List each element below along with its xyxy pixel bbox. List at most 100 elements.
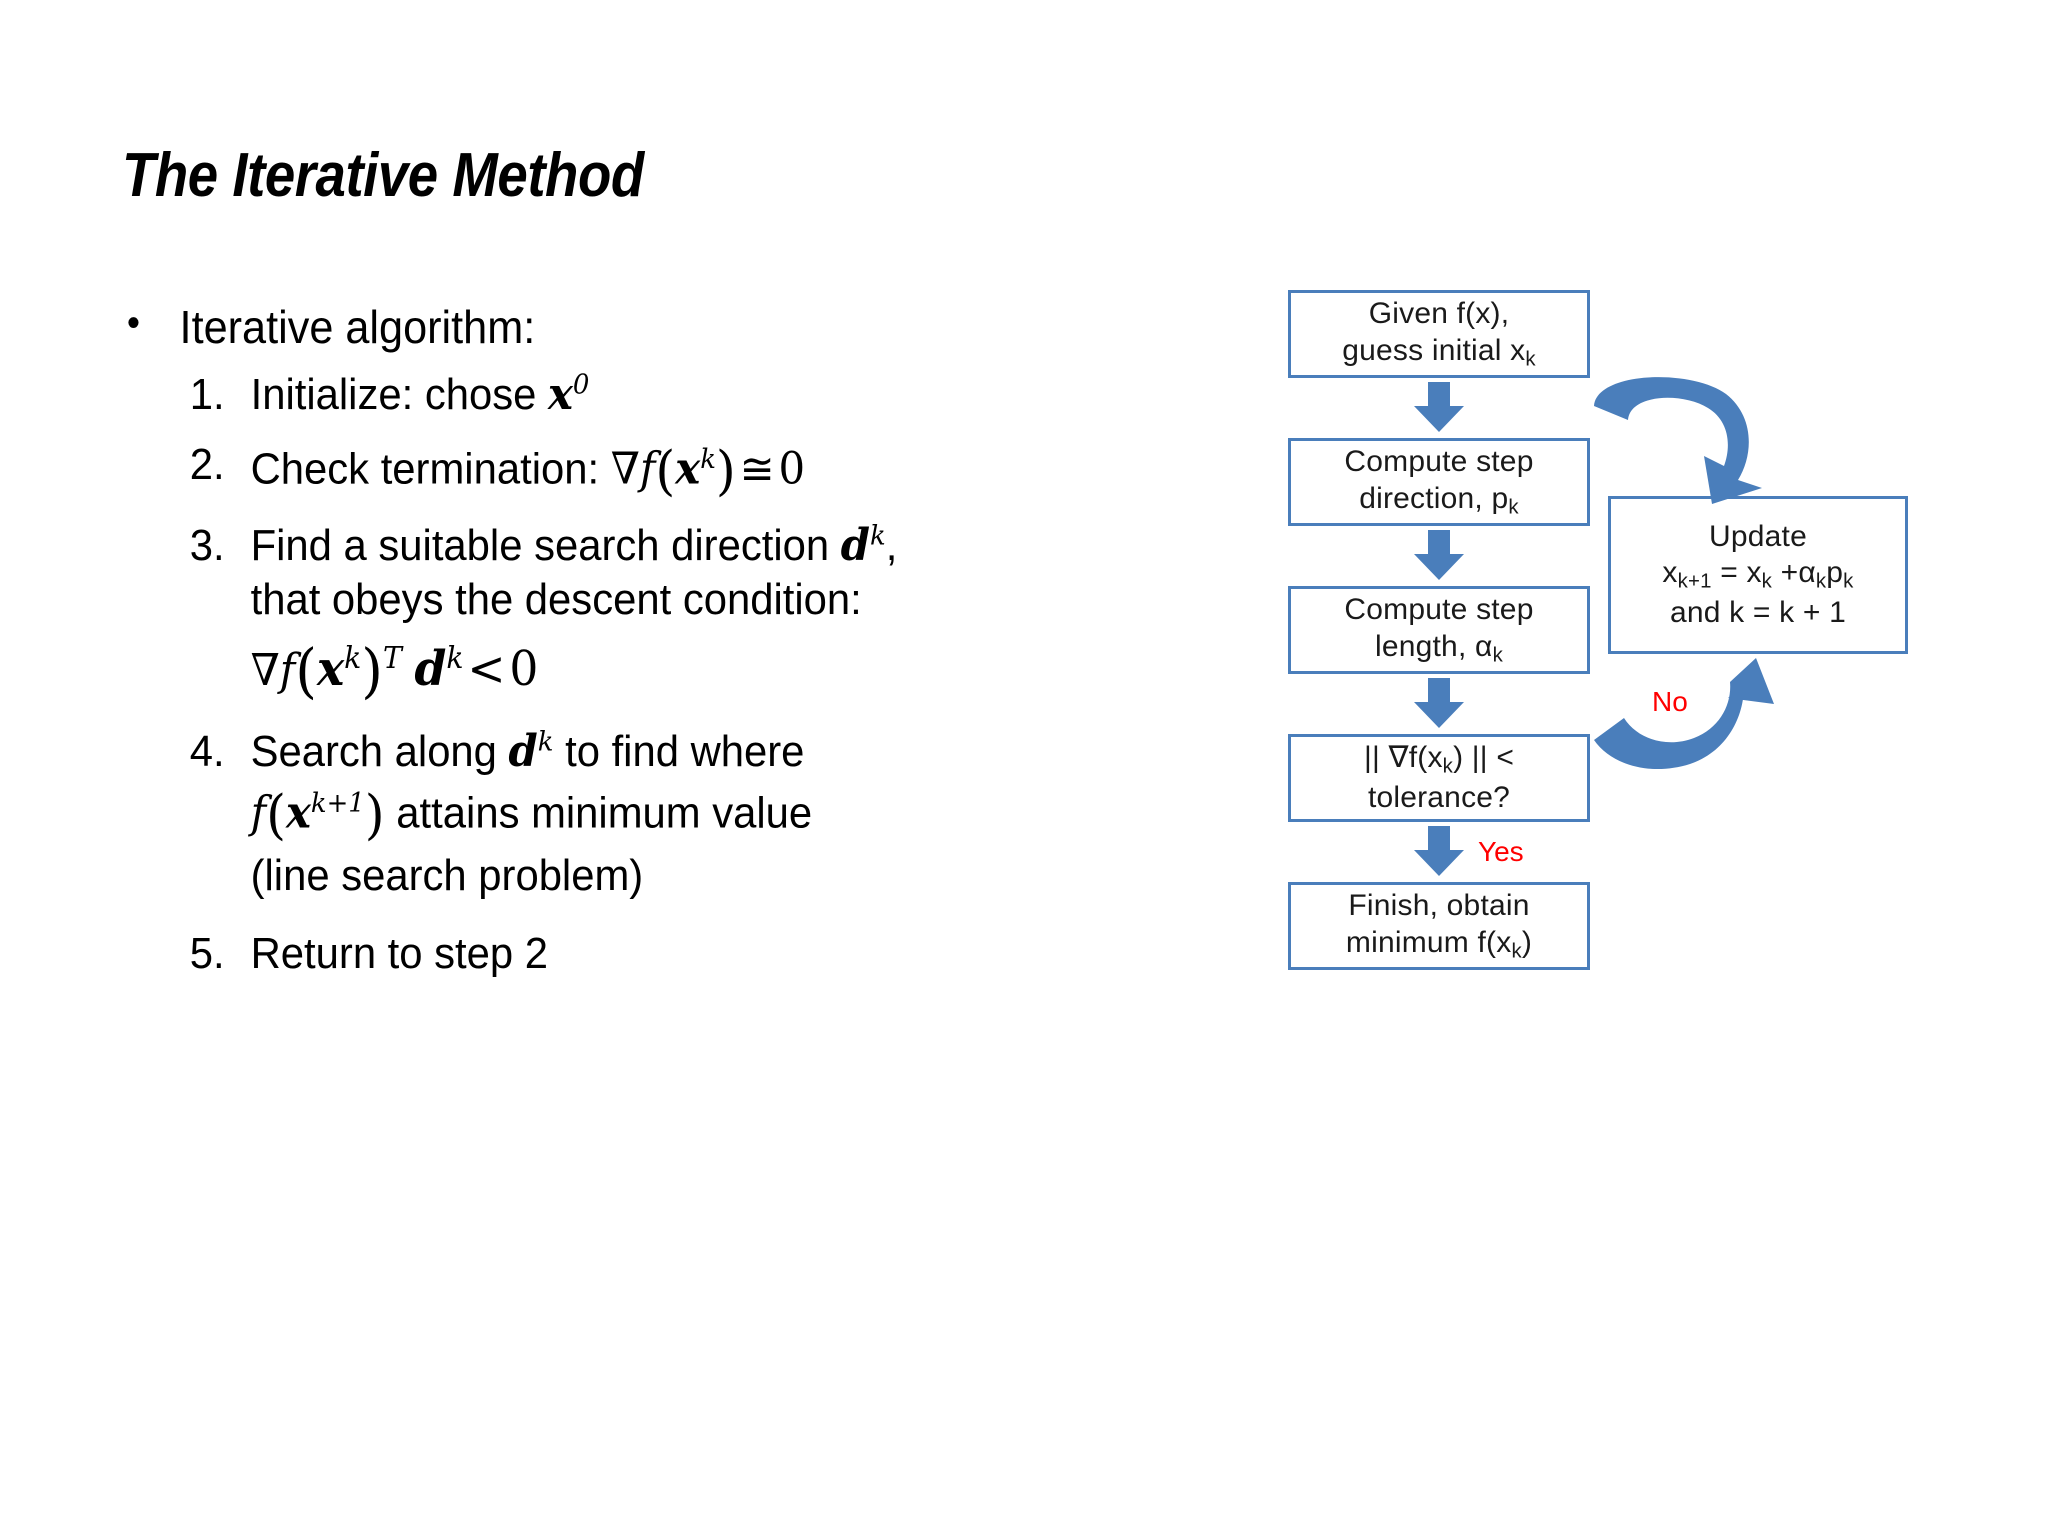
list-item-step-4: 4. Search along dk to find where f(xk+1)…: [110, 725, 1117, 903]
step-text-1: Initialize: chose: [250, 370, 549, 420]
label-no: No: [1652, 686, 1688, 717]
flow-box-length-line1: Compute step: [1344, 592, 1534, 626]
math-open-paren: (: [655, 438, 676, 502]
math-zero: 0: [778, 443, 806, 495]
arrow-down-3: [1414, 678, 1464, 728]
subscript-k: k: [1525, 348, 1536, 371]
body-content: • Iterative algorithm: 1. Initialize: ch…: [110, 300, 1170, 997]
flow-box-given: Given f(x), guess initial xk: [1288, 290, 1590, 378]
flow-box-finish-line1: Finish, obtain: [1348, 888, 1530, 922]
math-superscript-k: k: [700, 443, 716, 475]
subscript-k: k: [1511, 940, 1522, 963]
math-close-paren: ): [364, 782, 385, 846]
math-superscript-0: 0: [572, 369, 590, 401]
list-item-step-1: 1. Initialize: chose x0: [110, 368, 1117, 422]
list-item-step-3: 3. Find a suitable search direction dk, …: [110, 519, 1117, 708]
step-4-line3: (line search problem): [250, 851, 644, 901]
flow-box-length-line2: length, α: [1375, 629, 1493, 663]
algorithm-steps: 1. Initialize: chose x0 2. Check termina…: [110, 368, 1170, 980]
step-4-line2: f(xk+1) attains minimum value: [251, 781, 1117, 850]
flow-box-tolerance-line2: tolerance?: [1367, 780, 1511, 814]
step-3-line2: that obeys the descent condition:: [250, 575, 862, 625]
math-close-paren: ): [715, 438, 736, 502]
flow-box-finish: Finish, obtain minimum f(xk): [1288, 882, 1590, 970]
math-superscript-k: k: [870, 520, 886, 552]
loop-arrow-bottom: [1594, 658, 1774, 770]
math-congruent-sign: ≅: [739, 443, 775, 495]
step-text-3: Find a suitable search direction: [250, 521, 841, 571]
arrow-down-1: [1414, 382, 1464, 432]
subscript-k-plus-1: k+1: [1677, 570, 1712, 593]
step-number-2: 2.: [189, 439, 225, 489]
math-close-paren: ): [361, 636, 384, 705]
arrow-down-2: [1414, 530, 1464, 580]
step-number-5: 5.: [189, 928, 225, 978]
bullet-label: Iterative algorithm:: [179, 301, 536, 353]
list-item-step-5: 5. Return to step 2: [110, 927, 1117, 981]
flow-box-tolerance: || ∇f(xk) || < tolerance?: [1288, 734, 1590, 822]
step-4-line2-text: attains minimum value: [384, 788, 813, 838]
flow-box-given-line2: guess initial x: [1342, 333, 1526, 367]
step-text-2: Check termination:: [250, 444, 611, 494]
arrow-down-4: [1414, 826, 1464, 876]
flow-box-length: Compute step length, αk: [1288, 586, 1590, 674]
flow-box-update-alpha: +α: [1772, 556, 1816, 590]
flow-box-update: Update xk+1 = xk +αkpk and k = k + 1: [1608, 496, 1908, 654]
flow-box-finish-line2b: ): [1521, 925, 1533, 959]
math-superscript-k: k: [537, 726, 554, 758]
math-less-than-sign: <: [467, 640, 506, 697]
subscript-k: k: [1843, 570, 1854, 593]
math-d: d: [414, 640, 447, 697]
page-title: The Iterative Method: [122, 141, 644, 210]
flow-box-update-p: p: [1826, 556, 1844, 590]
math-open-paren: (: [295, 636, 317, 705]
math-open-paren: (: [266, 782, 286, 846]
flow-box-direction-line2: direction, p: [1359, 481, 1509, 515]
math-superscript-k-plus-1: k+1: [310, 787, 365, 819]
step-text-3-comma: ,: [885, 521, 898, 571]
math-x: x: [285, 787, 311, 839]
flow-box-direction-line1: Compute step: [1344, 444, 1534, 478]
math-superscript-k: k: [344, 640, 362, 676]
math-f: f: [250, 787, 267, 839]
flow-box-tolerance-line1b: ) || <: [1453, 740, 1515, 774]
step-number-3: 3.: [189, 521, 225, 571]
step-text-5: Return to step 2: [250, 928, 549, 978]
flow-box-update-eq: = x: [1711, 556, 1762, 590]
flow-box-finish-line2a: minimum f(x: [1345, 925, 1512, 959]
subscript-k: k: [1815, 570, 1827, 593]
math-nabla: ∇: [250, 644, 280, 696]
math-f: f: [279, 644, 296, 696]
math-superscript-k: k: [446, 640, 464, 676]
flow-box-update-x: x: [1662, 556, 1678, 590]
flowchart: Given f(x), guess initial xk Compute ste…: [1250, 290, 1990, 970]
bullet-iterative-algorithm: • Iterative algorithm:: [110, 300, 1106, 354]
subscript-k: k: [1442, 755, 1454, 778]
step-text-4: Search along: [250, 726, 509, 776]
math-x: x: [316, 640, 345, 697]
subscript-k: k: [1761, 570, 1773, 593]
math-superscript-T: T: [383, 640, 402, 676]
math-x: x: [548, 369, 573, 421]
bullet-glyph: •: [126, 301, 141, 345]
flow-box-update-line3: and k = k + 1: [1669, 595, 1847, 629]
math-zero: 0: [509, 640, 539, 697]
descent-condition-equation: ∇f(xk)T dk<0: [251, 633, 1117, 709]
list-item-step-2: 2. Check termination: ∇f(xk)≅0: [110, 438, 1117, 503]
math-d: d: [508, 725, 538, 777]
flow-box-tolerance-line1a: || ∇f(x: [1363, 740, 1443, 774]
subscript-k: k: [1492, 644, 1503, 667]
label-yes: Yes: [1478, 836, 1524, 867]
math-d: d: [840, 520, 870, 572]
math-nabla: ∇: [610, 443, 640, 495]
flow-box-update-line1: Update: [1709, 519, 1807, 553]
step-number-1: 1.: [189, 370, 225, 420]
step-number-4: 4.: [189, 726, 225, 776]
step-text-4-after: to find where: [553, 726, 805, 776]
math-f: f: [639, 443, 656, 495]
flow-box-given-line1: Given f(x),: [1368, 296, 1510, 330]
flow-box-direction: Compute step direction, pk: [1288, 438, 1590, 526]
subscript-k: k: [1508, 496, 1519, 519]
math-x: x: [675, 443, 701, 495]
